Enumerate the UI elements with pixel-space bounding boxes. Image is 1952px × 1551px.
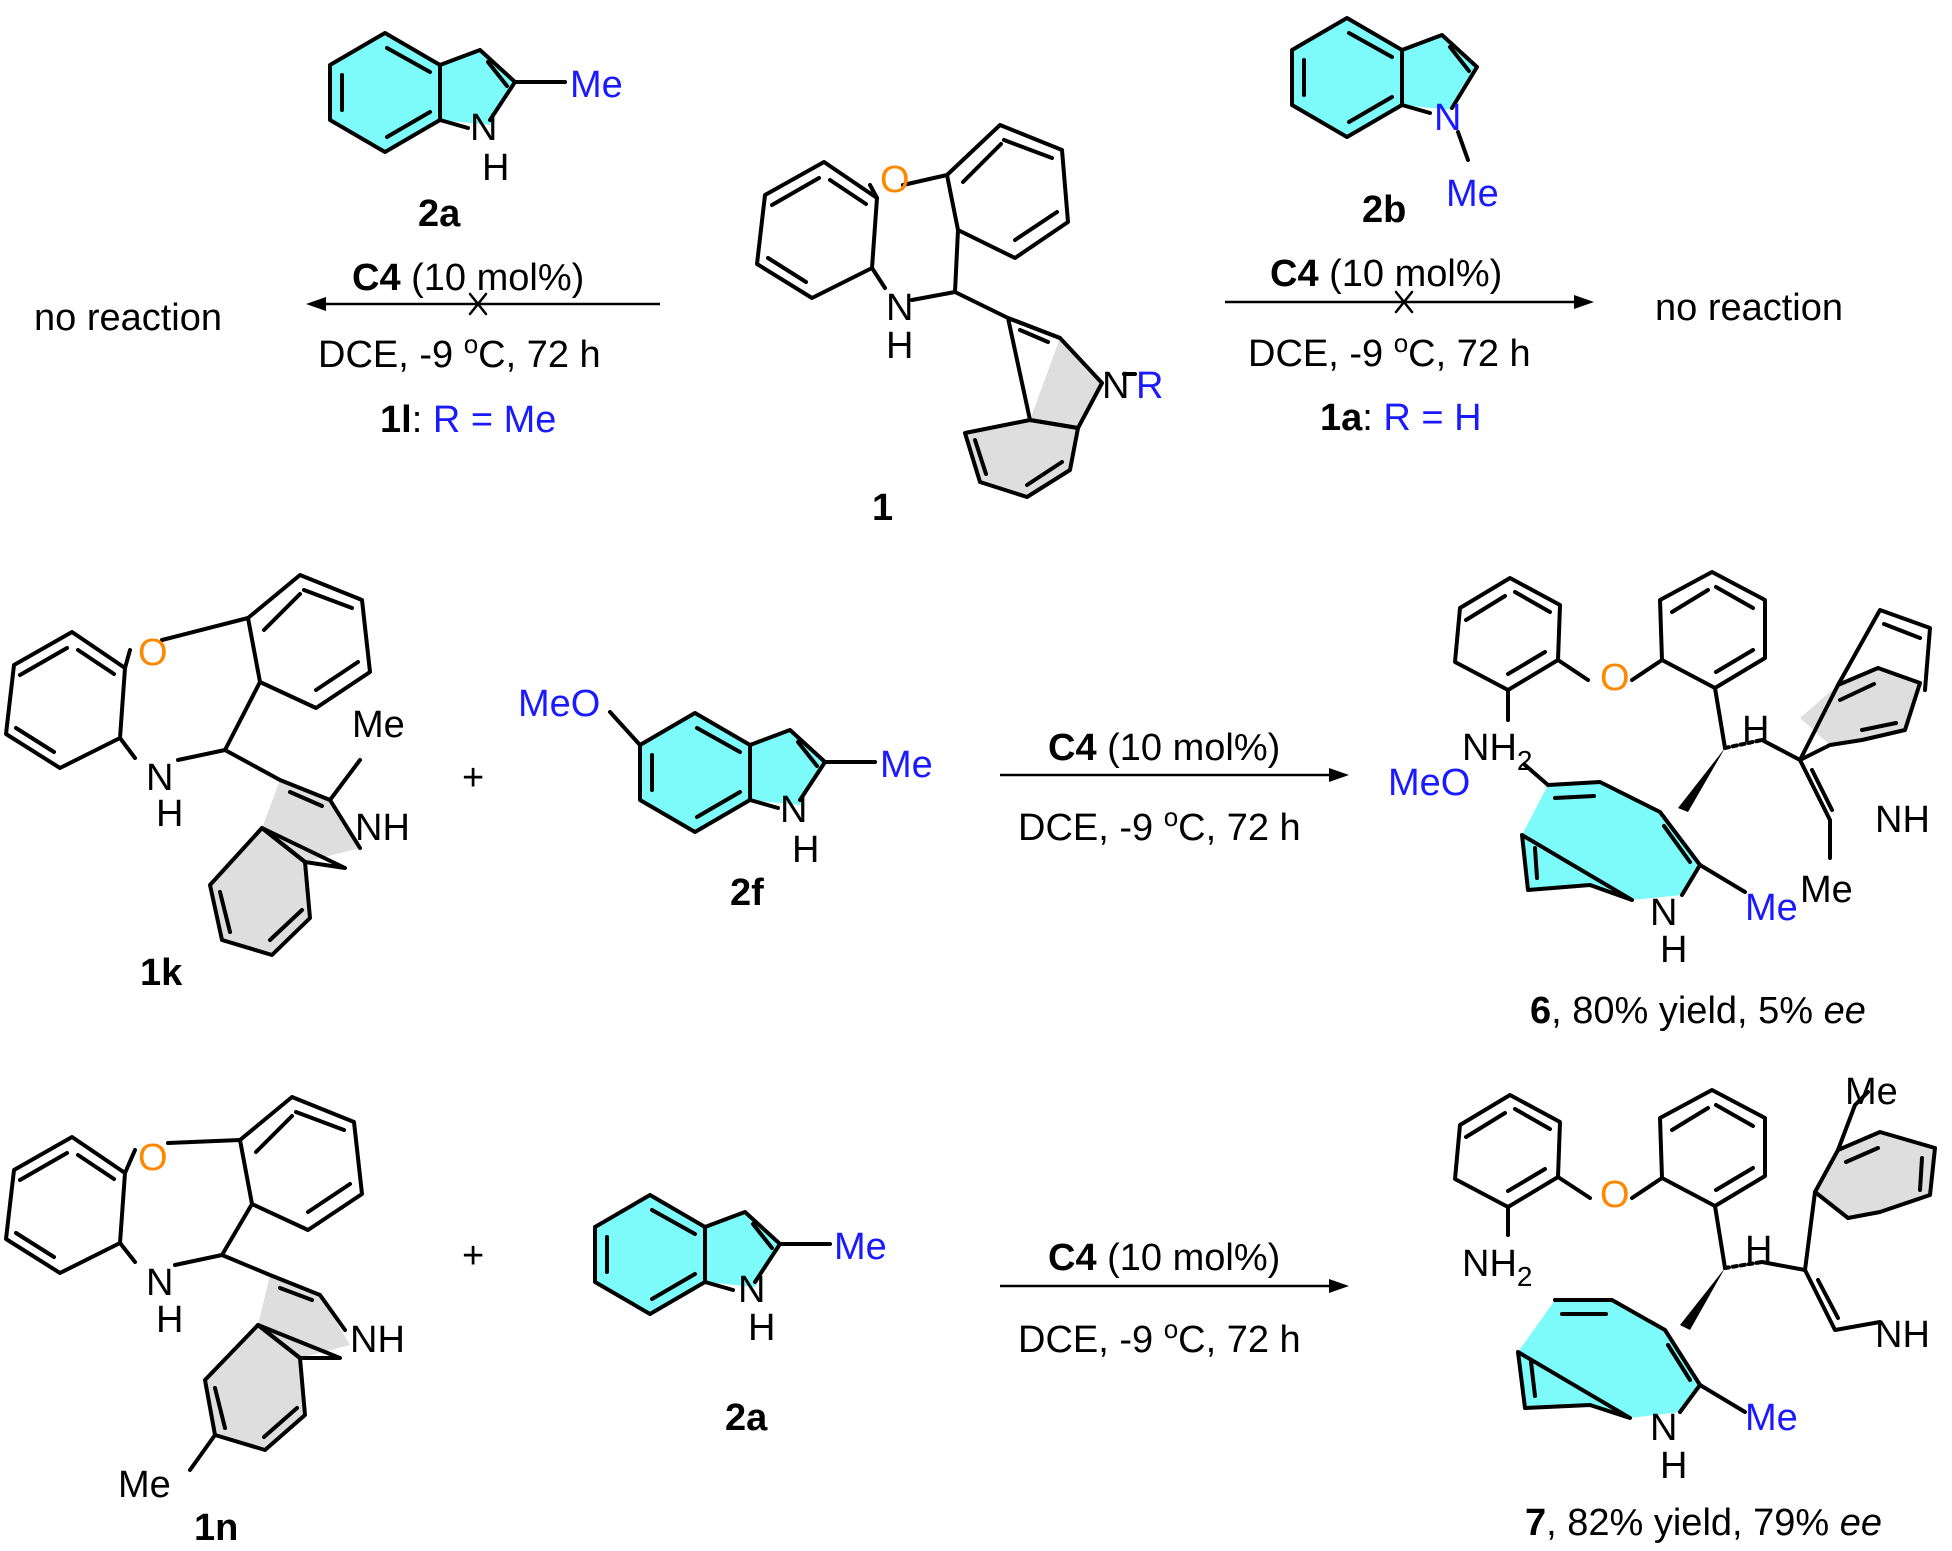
pyrrole-fill	[258, 1275, 350, 1358]
oxygen-atom: O	[138, 632, 168, 674]
outcome-no-reaction: no reaction	[1655, 287, 1843, 329]
nh-nitrogen: N	[146, 1262, 173, 1304]
compound-label-2a: 2a	[418, 193, 461, 235]
methyl-group: Me	[352, 704, 405, 746]
catalyst-line: C4 (10 mol%)	[1270, 253, 1502, 295]
n-methyl: Me	[1446, 173, 1499, 215]
indole-nh: NH	[1875, 799, 1930, 841]
indole-nh: NH	[355, 807, 410, 849]
methyl-group: Me	[570, 64, 623, 106]
methoxy-group: MeO	[518, 683, 600, 725]
compound-label-1n: 1n	[194, 1507, 238, 1549]
ring-fill	[595, 1195, 780, 1314]
amine-group: NH2	[1462, 1243, 1532, 1292]
nitrogen: N	[780, 789, 807, 831]
nitrogen: N	[1434, 97, 1461, 139]
ring-fill	[1292, 18, 1477, 137]
indole-nh: NH	[1875, 1314, 1930, 1356]
compound-2a-top: Me N H 2a	[328, 31, 623, 235]
reaction-arrow-bottom: C4 (10 mol%) DCE, -9 oC, 72 h	[1000, 1237, 1349, 1361]
substrate-line: 1l: R = Me	[380, 399, 556, 441]
nitrogen: N	[470, 107, 497, 149]
result-caption-6: 6, 80% yield, 5% ee	[1530, 990, 1866, 1032]
compound-label-2a: 2a	[725, 1397, 768, 1439]
conditions-line: DCE, -9 oC, 72 h	[1018, 1314, 1301, 1361]
nh-hydrogen: H	[886, 325, 913, 367]
spectator-ring-fill	[1815, 1132, 1935, 1218]
nh-nitrogen: N	[146, 757, 173, 799]
substrate-line: 1a: R = H	[1320, 397, 1482, 439]
oxygen-atom: O	[1600, 1174, 1630, 1216]
hydrogen: H	[792, 829, 819, 871]
compound-1k: O N H Me NH 1k	[4, 573, 410, 994]
compound-2a-bottom: Me N H 2a	[593, 1193, 887, 1439]
methyl-group-blue: Me	[1745, 1397, 1798, 1439]
reactive-ring-fill	[1518, 1300, 1700, 1418]
spectator-ring-fill	[1800, 668, 1920, 745]
pyrrole-fill	[1030, 338, 1102, 428]
indole-nh: NH	[350, 1319, 405, 1361]
outcome-no-reaction: no reaction	[34, 297, 222, 339]
compound-1n: O N H NH Me 1n	[4, 1095, 405, 1549]
methyl-group: Me	[118, 1464, 171, 1506]
nitrogen: N	[1650, 1407, 1677, 1449]
indole-nitrogen: N	[1102, 365, 1129, 407]
methyl-group: Me	[880, 744, 933, 786]
methyl-group-grey: Me	[1845, 1071, 1898, 1113]
amine-group: NH2	[1462, 727, 1532, 776]
methyl-group-blue: Me	[1745, 887, 1798, 929]
no-reaction-cross	[1394, 290, 1414, 314]
catalyst-line: C4 (10 mol%)	[1048, 1237, 1280, 1279]
stereo-hydrogen: H	[1745, 1229, 1772, 1271]
compound-label-1k: 1k	[140, 952, 183, 994]
compound-1: O N H N R 1	[755, 123, 1163, 529]
compound-2b: N Me 2b	[1290, 16, 1499, 231]
conditions-line: DCE, -9 oC, 72 h	[318, 329, 601, 376]
compound-7: O NH2 H NH Me Me N H 7, 82% yield, 79% e…	[1453, 1071, 1937, 1544]
nh-hydrogen: H	[156, 1299, 183, 1341]
compound-6: O NH2 MeO H NH Me Me N H 6, 80% yield, 5…	[1388, 570, 1932, 1032]
nitrogen: N	[738, 1269, 765, 1311]
conditions-line: DCE, -9 oC, 72 h	[1248, 328, 1531, 375]
methyl-group: Me	[834, 1226, 887, 1268]
oxygen-atom: O	[1600, 657, 1630, 699]
catalyst-line: C4 (10 mol%)	[1048, 727, 1280, 769]
reaction-arrow-left: C4 (10 mol%) DCE, -9 oC, 72 h 1l: R = Me…	[34, 257, 660, 441]
reaction-arrow-right: C4 (10 mol%) DCE, -9 oC, 72 h 1a: R = H …	[1225, 253, 1843, 439]
nh-nitrogen: N	[886, 287, 913, 329]
ring-fill	[330, 33, 515, 152]
catalyst-line: C4 (10 mol%)	[352, 257, 584, 299]
indole-benzo-fill	[965, 420, 1078, 497]
oxygen-atom: O	[880, 159, 910, 201]
plus-sign: +	[462, 757, 484, 799]
compound-label-1: 1	[872, 487, 893, 529]
hydrogen: H	[482, 147, 509, 189]
compound-2f: MeO Me N H 2f	[518, 683, 933, 914]
conditions-line: DCE, -9 oC, 72 h	[1018, 802, 1301, 849]
n-hydrogen: H	[1660, 929, 1687, 971]
plus-sign: +	[462, 1235, 484, 1277]
methyl-group-grey: Me	[1800, 869, 1853, 911]
r-group: R	[1136, 365, 1163, 407]
wedge-bond	[1680, 1268, 1725, 1330]
no-reaction-cross	[468, 292, 488, 316]
oxygen-atom: O	[138, 1137, 168, 1179]
n-hydrogen: H	[1660, 1445, 1687, 1487]
ring-fill	[640, 713, 825, 832]
stereo-hydrogen: H	[1742, 709, 1769, 751]
hydrogen: H	[748, 1307, 775, 1349]
wedge-bond	[1678, 748, 1725, 812]
result-caption-7: 7, 82% yield, 79% ee	[1525, 1502, 1882, 1544]
reaction-arrow-middle: C4 (10 mol%) DCE, -9 oC, 72 h	[1000, 727, 1349, 849]
nitrogen: N	[1650, 892, 1677, 934]
compound-label-2b: 2b	[1362, 189, 1406, 231]
methoxy-group: MeO	[1388, 762, 1470, 804]
compound-label-2f: 2f	[730, 872, 764, 914]
nh-hydrogen: H	[156, 793, 183, 835]
